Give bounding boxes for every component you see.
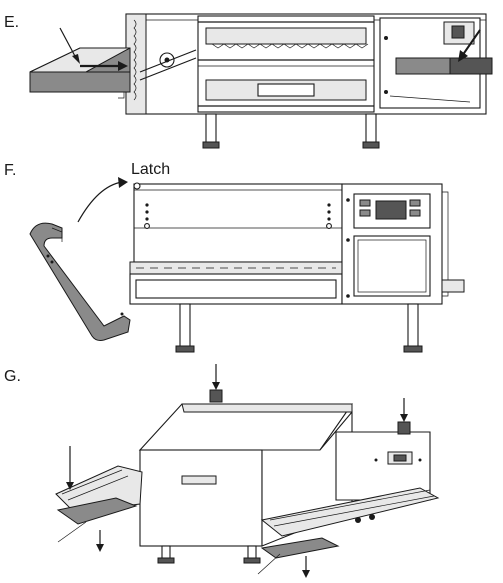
latch-marker-icon — [133, 182, 141, 190]
step-e-label: E. — [4, 14, 20, 31]
panel-e-oven — [94, 13, 487, 149]
latch-callout: Latch — [131, 161, 171, 178]
panel-e-right-shelf — [395, 57, 493, 75]
step-f-label: F. — [4, 162, 17, 179]
panel-f-oven — [129, 183, 465, 353]
arrow-icon — [57, 364, 408, 578]
arrow-icon — [77, 177, 128, 223]
panel-f-hood — [29, 222, 131, 341]
panel-e-left-shelf — [29, 47, 131, 93]
arrow-icon — [59, 27, 481, 71]
step-g-label: G. — [4, 368, 21, 385]
panel-g-oven — [55, 389, 440, 564]
